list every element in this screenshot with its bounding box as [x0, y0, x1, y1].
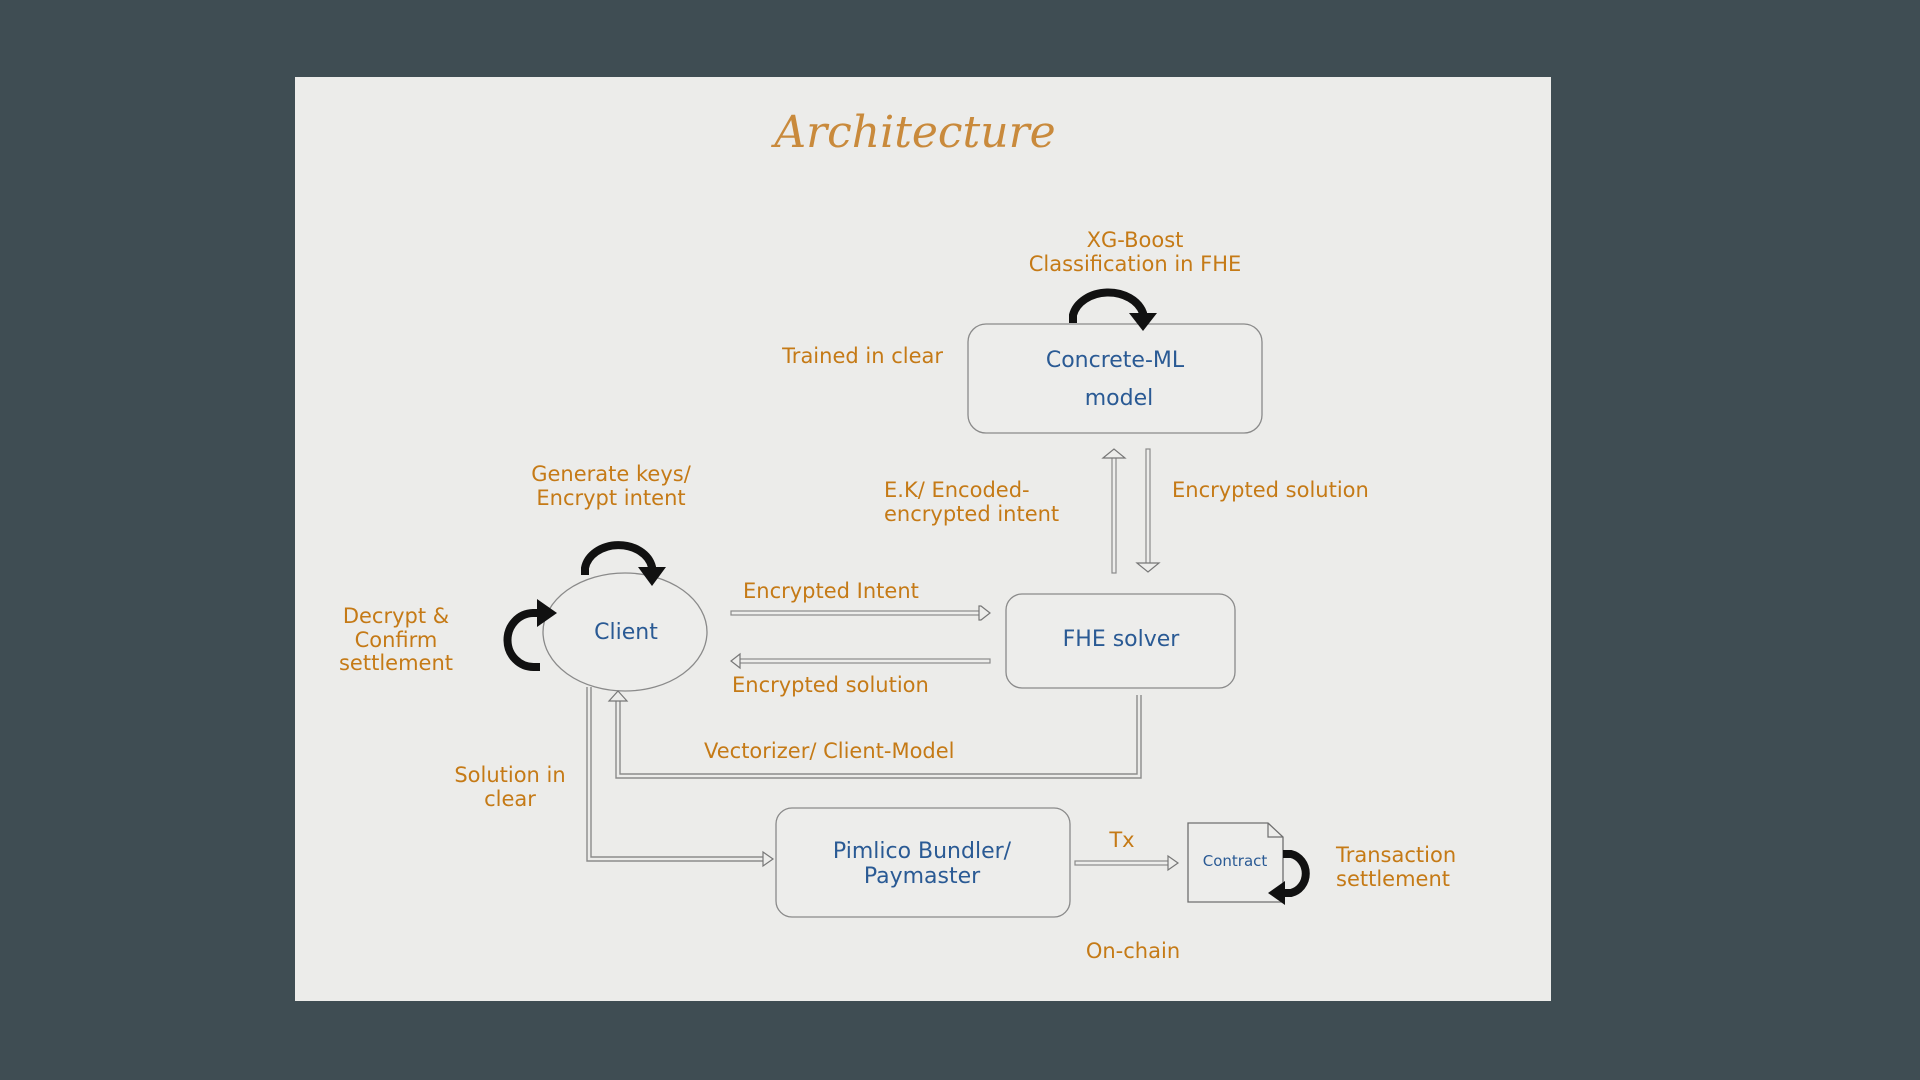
- concrete-ml-model-box: [967, 323, 1263, 434]
- concrete-ml-label: Concrete-ML: [1046, 348, 1185, 373]
- decrypt-confirm-label: settlement: [339, 651, 453, 675]
- arrow-vectorizer-client-model: [607, 690, 1142, 779]
- slide: Architecture Concrete-ML model XG-Boost …: [295, 77, 1551, 1001]
- client-node: [542, 572, 708, 692]
- arrow-up-to-model: [1101, 448, 1127, 574]
- concrete-ml-label: model: [1085, 386, 1154, 411]
- tx-label: Tx: [1108, 828, 1134, 852]
- decrypt-confirm-loop-icon: [503, 599, 557, 672]
- generate-keys-label: Encrypt intent: [536, 486, 685, 510]
- transaction-settlement-loop-icon: [1268, 850, 1310, 905]
- solution-in-clear-label: clear: [484, 787, 536, 811]
- xgboost-loop-icon: [1069, 288, 1157, 331]
- arrow-encrypted-solution: [730, 652, 991, 670]
- arrow-encrypted-intent: [730, 605, 991, 621]
- pimlico-label: Pimlico Bundler/: [833, 839, 1012, 864]
- diagram-title: Architecture: [770, 107, 1055, 158]
- vectorizer-label: Vectorizer/ Client-Model: [704, 739, 955, 763]
- pimlico-bundler-box: [775, 807, 1071, 918]
- decrypt-confirm-label: Confirm: [355, 628, 438, 652]
- fhe-solver-label: FHE solver: [1063, 627, 1181, 652]
- on-chain-label: On-chain: [1086, 939, 1180, 963]
- architecture-diagram: Architecture Concrete-ML model XG-Boost …: [339, 107, 1456, 963]
- transaction-settlement-label: Transaction: [1335, 843, 1456, 867]
- contract-label: Contract: [1203, 852, 1268, 870]
- ek-encoded-label: E.K/ Encoded-: [884, 478, 1030, 502]
- solution-in-clear-label: Solution in: [454, 763, 565, 787]
- xgboost-label: Classification in FHE: [1029, 252, 1242, 276]
- decrypt-confirm-label: Decrypt &: [343, 604, 449, 628]
- trained-in-clear-label: Trained in clear: [781, 344, 943, 368]
- transaction-settlement-label: settlement: [1336, 867, 1450, 891]
- encrypted-solution-right-label: Encrypted solution: [1172, 478, 1369, 502]
- encrypted-solution-bottom-label: Encrypted solution: [732, 673, 929, 697]
- fhe-solver-box: [1005, 593, 1236, 689]
- arrow-down-to-solver: [1135, 448, 1161, 573]
- client-label: Client: [594, 620, 658, 645]
- xgboost-label: XG-Boost: [1087, 228, 1184, 252]
- ek-encoded-label: encrypted intent: [884, 502, 1059, 526]
- generate-keys-loop-icon: [581, 541, 666, 586]
- encrypted-intent-label: Encrypted Intent: [743, 579, 919, 603]
- arrow-tx: [1074, 854, 1180, 872]
- pimlico-label: Paymaster: [864, 864, 981, 889]
- arrow-solution-in-clear: [586, 687, 775, 868]
- generate-keys-label: Generate keys/: [531, 462, 691, 486]
- contract-document-icon: [1187, 822, 1284, 903]
